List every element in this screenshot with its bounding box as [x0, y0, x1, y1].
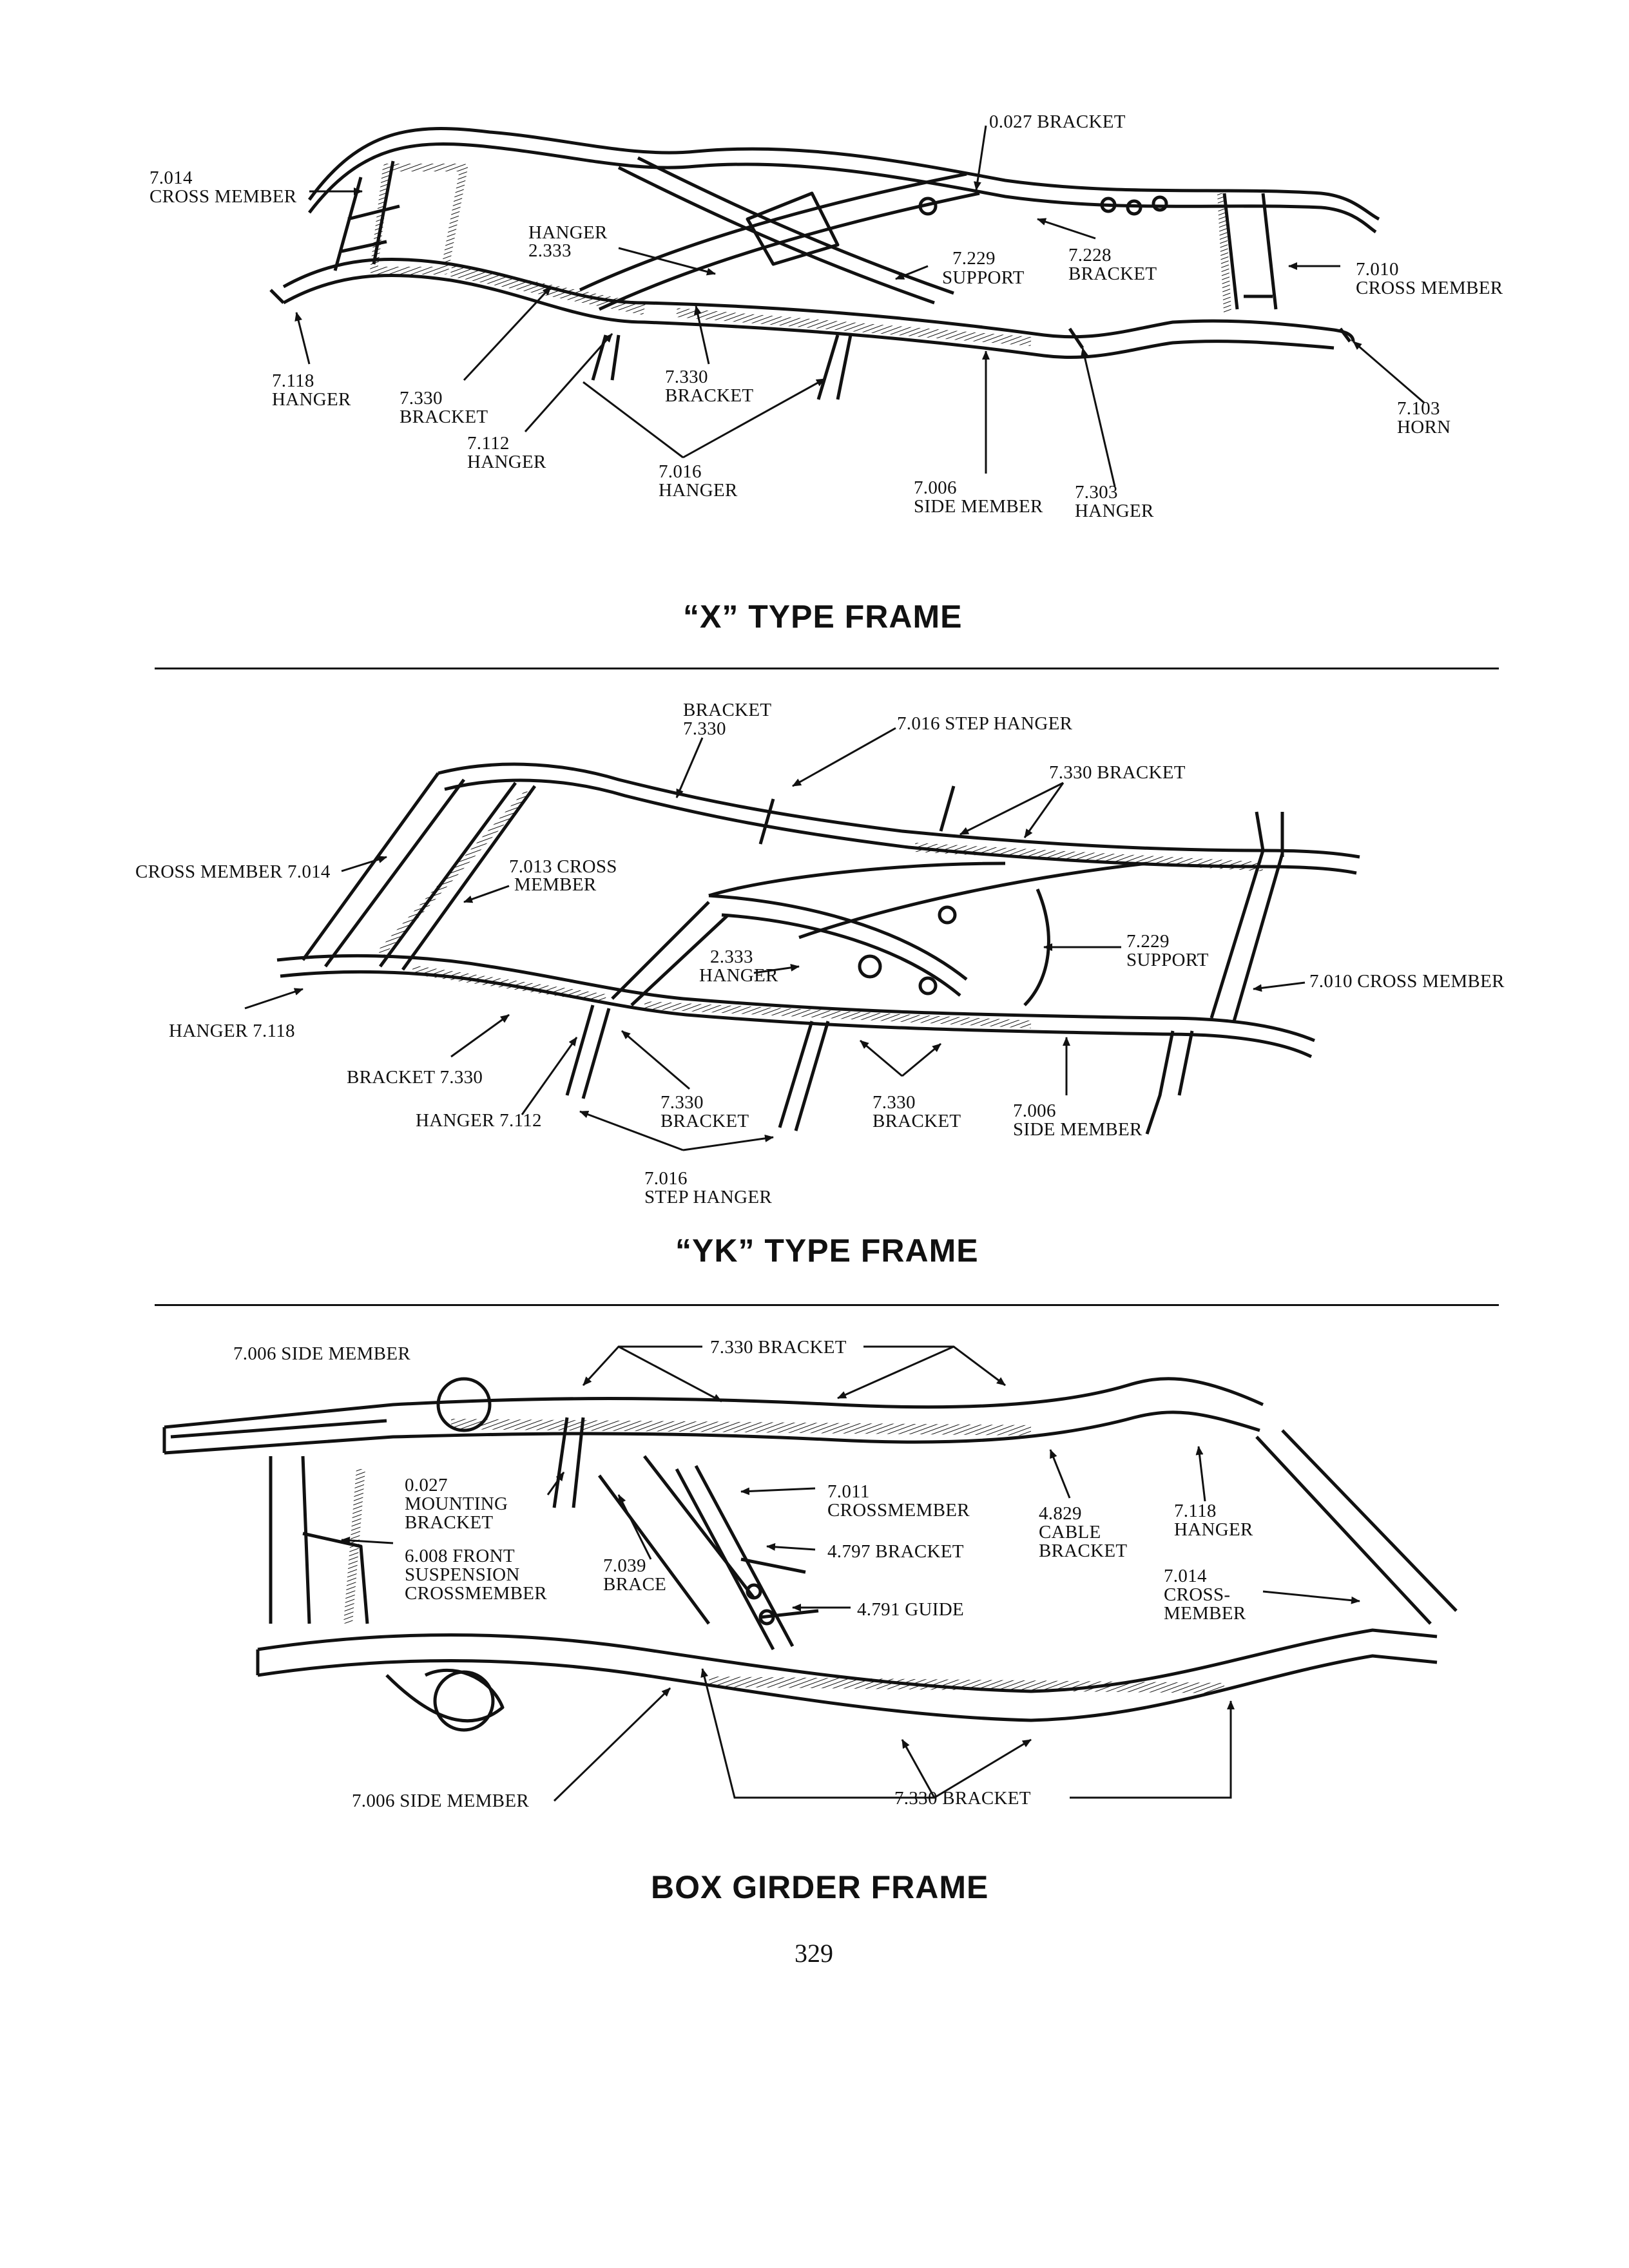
label-7016-number: 7.016 [659, 461, 702, 482]
label-7039-number: 7.039 [603, 1555, 646, 1576]
label-7016-yk-step-hanger: STEP HANGER [644, 1187, 772, 1207]
label-7330-yk-r2-number: 7.330 [872, 1092, 916, 1113]
label-7330-box-bottom: 7.330 BRACKET [894, 1788, 1031, 1809]
label-7013-cross: 7.013 CROSS [509, 856, 617, 877]
label-cross-member-7014: CROSS MEMBER 7.014 [135, 861, 331, 882]
label-7006-side-member: SIDE MEMBER [914, 496, 1043, 517]
label-7330a-number: 7.330 [400, 388, 443, 408]
label-6008-front: 6.008 FRONT [405, 1546, 515, 1566]
x-frame-leaders [294, 125, 1425, 487]
label-hanger-7112-yk: HANGER 7.112 [416, 1110, 542, 1131]
label-7014-box-member: MEMBER [1164, 1603, 1246, 1624]
label-7006-number: 7.006 [914, 477, 957, 498]
label-7010-number: 7.010 [1356, 259, 1399, 280]
label-7014-number: 7.014 [149, 168, 193, 188]
x-frame-drawing [269, 127, 1380, 400]
label-7229-number: 7.229 [952, 248, 996, 269]
label-7016-hanger: HANGER [659, 480, 738, 501]
label-7118-box-hanger: HANGER [1174, 1519, 1253, 1540]
label-7330-yk-mid-number: 7.330 [660, 1092, 704, 1113]
label-7013-member: MEMBER [514, 874, 597, 895]
label-0027-bracket: 0.027 BRACKET [989, 111, 1126, 132]
yk-frame-leaders [244, 727, 1306, 1151]
label-6008-crossmember: CROSSMEMBER [405, 1583, 547, 1604]
label-7103-horn: HORN [1397, 417, 1451, 437]
divider-2 [155, 1304, 1499, 1306]
label-7118-hanger: HANGER [272, 389, 351, 410]
label-7303-number: 7.303 [1075, 482, 1118, 503]
label-7014-box-number: 7.014 [1164, 1566, 1207, 1586]
label-7228-bracket: BRACKET [1068, 264, 1157, 284]
box-frame-title: BOX GIRDER FRAME [651, 1869, 989, 1905]
page-number: 329 [795, 1939, 833, 1968]
label-7011-number: 7.011 [827, 1481, 870, 1502]
label-7039-brace: BRACE [603, 1574, 667, 1595]
label-7112-number: 7.112 [467, 433, 510, 454]
label-7330b-bracket: BRACKET [665, 385, 754, 406]
label-7112-hanger: HANGER [467, 452, 546, 472]
label-7006-box-bottom: 7.006 SIDE MEMBER [352, 1791, 529, 1811]
box-frame-drawing [162, 1377, 1458, 1732]
label-7006-yk-side-member: SIDE MEMBER [1013, 1119, 1142, 1140]
label-0027-mount-c: BRACKET [405, 1512, 494, 1533]
yk-frame-drawing [276, 762, 1360, 1135]
label-7118-number: 7.118 [272, 370, 314, 391]
label-4829-cable: CABLE [1039, 1522, 1101, 1542]
label-7330-bracket-right: 7.330 BRACKET [1049, 762, 1186, 783]
label-7229-yk-number: 7.229 [1126, 931, 1170, 952]
label-hanger-7118-yk: HANGER 7.118 [169, 1021, 295, 1041]
label-0027-mount-a: 0.027 [405, 1475, 448, 1495]
label-7303-hanger: HANGER [1075, 501, 1154, 521]
label-4791-guide: 4.791 GUIDE [857, 1599, 965, 1620]
x-frame-title: “X” TYPE FRAME [683, 599, 963, 635]
label-7229-support: SUPPORT [942, 267, 1025, 288]
label-7228-number: 7.228 [1068, 245, 1112, 265]
label-2333-yk-hanger: HANGER [699, 965, 778, 986]
label-6008-suspension: SUSPENSION [405, 1564, 520, 1585]
label-0027-mount-b: MOUNTING [405, 1494, 508, 1514]
label-7010-yk: 7.010 CROSS MEMBER [1309, 971, 1505, 992]
label-7011-crossmember: CROSSMEMBER [827, 1500, 970, 1521]
label-7330-yk-mid-bracket: BRACKET [660, 1111, 749, 1131]
label-7006-box-top: 7.006 SIDE MEMBER [233, 1343, 410, 1364]
label-7330-yk-r2-bracket: BRACKET [872, 1111, 961, 1131]
label-4829-number: 4.829 [1039, 1503, 1082, 1524]
label-7330-box-top: 7.330 BRACKET [710, 1337, 847, 1358]
divider-1 [155, 668, 1499, 669]
label-7330a-bracket: BRACKET [400, 407, 488, 427]
box-frame-leaders [341, 1345, 1360, 1802]
label-7103-number: 7.103 [1397, 398, 1440, 419]
label-2333-yk: 2.333 [710, 947, 753, 967]
label-7330b-number: 7.330 [665, 367, 708, 387]
label-7229-yk-support: SUPPORT [1126, 950, 1209, 970]
label-7010-cross-member: CROSS MEMBER [1356, 278, 1503, 298]
label-bracket-top: BRACKET [683, 700, 772, 720]
yk-frame-title: “YK” TYPE FRAME [675, 1233, 979, 1269]
label-4829-bracket: BRACKET [1039, 1541, 1128, 1561]
label-7016-step-hanger-top: 7.016 STEP HANGER [897, 713, 1073, 734]
label-7014-cross-member: CROSS MEMBER [149, 186, 297, 207]
label-7006-yk-number: 7.006 [1013, 1100, 1056, 1121]
label-hanger-2333-b: 2.333 [528, 240, 572, 261]
label-7014-box-cross: CROSS- [1164, 1584, 1231, 1605]
label-7118-box-number: 7.118 [1174, 1501, 1217, 1521]
label-bracket-7330-yk-left: BRACKET 7.330 [347, 1067, 483, 1088]
label-4797-bracket: 4.797 BRACKET [827, 1541, 964, 1562]
label-7016-yk-number: 7.016 [644, 1168, 688, 1189]
label-hanger-2333-a: HANGER [528, 222, 608, 243]
label-7330-top: 7.330 [683, 718, 726, 739]
